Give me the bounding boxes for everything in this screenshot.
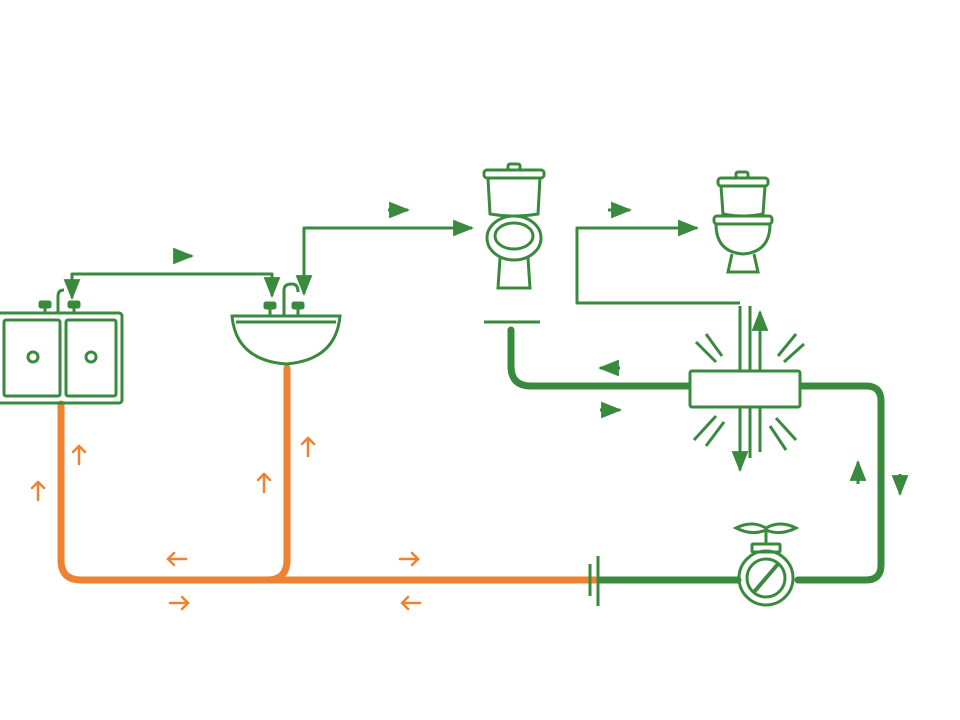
flow-arrow-left bbox=[400, 595, 422, 611]
flow-arrow-right bbox=[398, 551, 420, 567]
distribution-manifold-icon bbox=[688, 306, 806, 473]
feed-lines bbox=[63, 219, 740, 305]
flow-arrow-up bbox=[30, 480, 46, 502]
flow-arrow-up bbox=[300, 436, 316, 458]
flow-arrow-right bbox=[168, 595, 190, 611]
main-supply-line bbox=[507, 326, 885, 584]
pipe-coupling bbox=[588, 556, 600, 606]
toilet-icon bbox=[712, 170, 774, 274]
drain-flow-arrows bbox=[30, 436, 422, 611]
shutoff-valve-icon bbox=[732, 522, 800, 607]
toilet-icon bbox=[482, 162, 546, 290]
flow-arrow-left bbox=[166, 551, 188, 567]
flow-arrow-up bbox=[71, 444, 87, 466]
flow-arrow-up bbox=[256, 472, 272, 494]
double-basin-sink-icon bbox=[0, 288, 124, 405]
drain-line bbox=[57, 364, 600, 584]
pedestal-sink-icon bbox=[230, 282, 342, 366]
supply-flow-arrows bbox=[173, 201, 909, 497]
